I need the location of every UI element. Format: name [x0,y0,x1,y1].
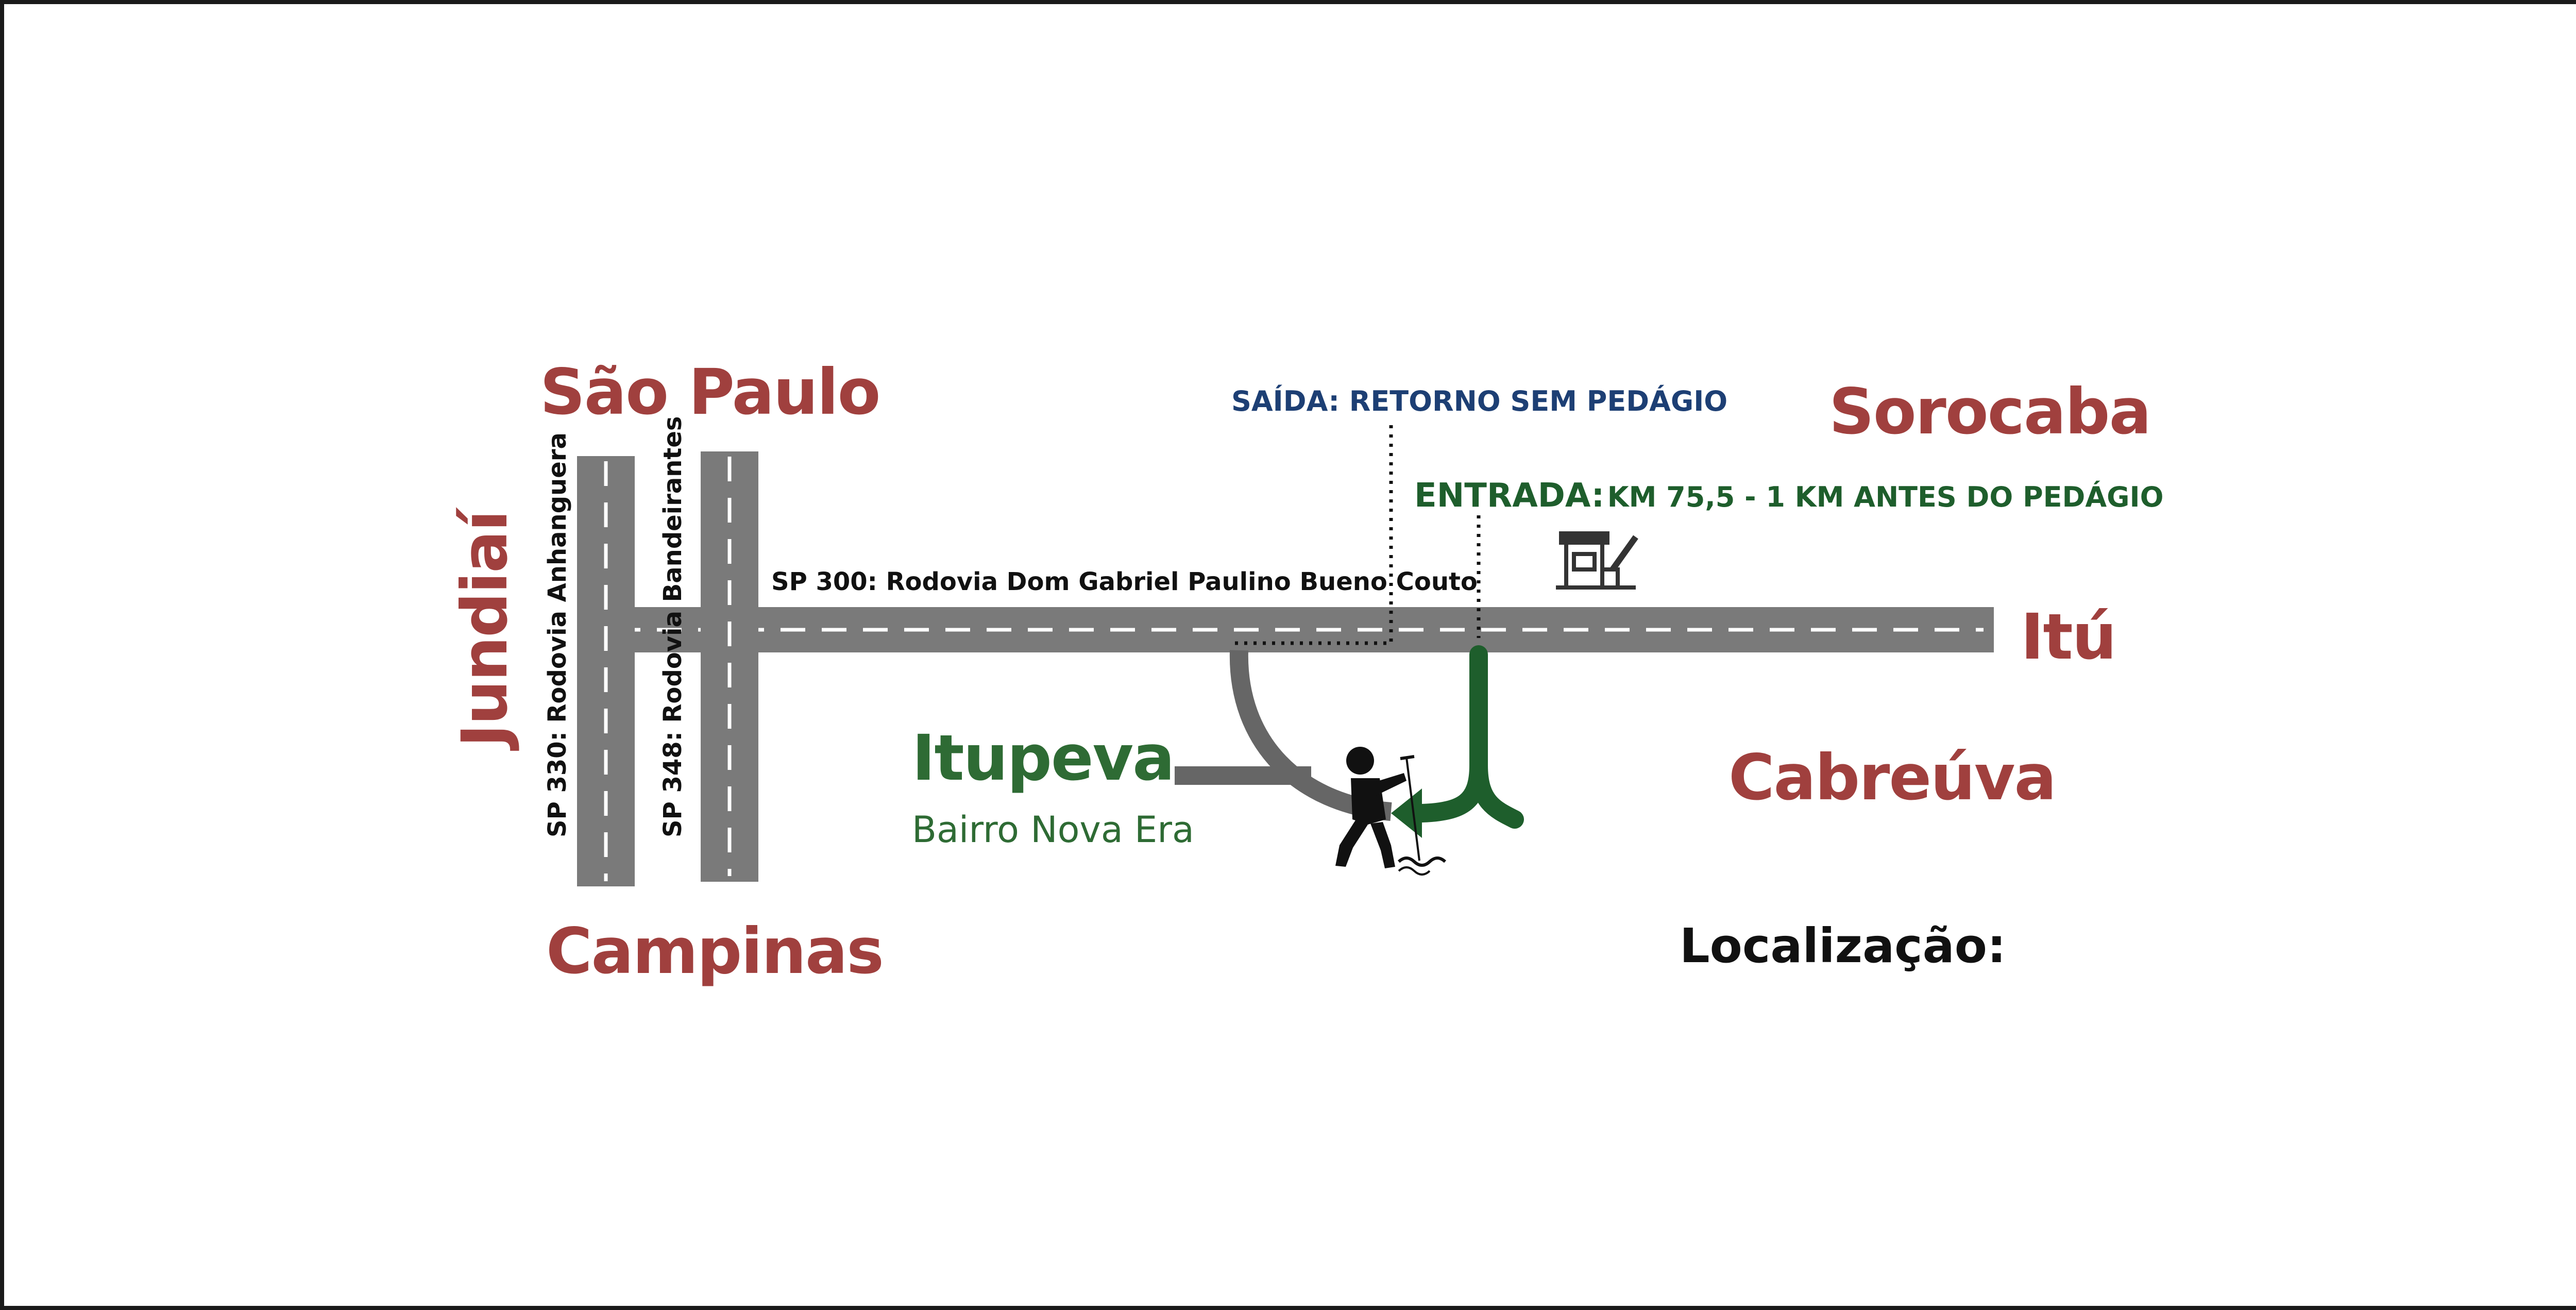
city-jundiai: Jundiaí [448,511,521,747]
fisherman-icon [1335,747,1447,876]
entry-road [1413,645,1524,829]
entry-label: ENTRADA: KM 75,5 - 1 KM ANTES DO PEDÁGIO [1414,479,2163,512]
arrow-left-icon [1391,788,1422,838]
sp348-road [701,451,758,882]
city-cabreuva: Cabreúva [1728,741,2057,814]
entry-label-detail: KM 75,5 - 1 KM ANTES DO PEDÁGIO [1607,481,2164,513]
city-campinas: Campinas [546,915,884,988]
road-label-sp300: SP 300: Rodovia Dom Gabriel Paulino Buen… [771,567,1478,596]
exit-label: SAÍDA: RETORNO SEM PEDÁGIO [1231,385,1728,417]
city-itu: Itú [2021,600,2117,674]
destination-subtitle: Bairro Nova Era [912,809,1194,851]
entry-label-prefix: ENTRADA: [1414,477,1605,515]
city-sorocaba: Sorocaba [1829,375,2151,448]
sp330-road [577,456,635,886]
toll-booth-icon [1556,531,1638,590]
road-label-sp348: SP 348: Rodovia Bandeirantes [658,416,687,838]
destination-name: Itupeva [912,721,1175,795]
location-heading: Localização: [1680,918,2006,973]
road-label-sp330: SP 330: Rodovia Anhanguera [543,432,572,837]
city-sao-paulo: São Paulo [540,356,880,429]
sp300-road [608,607,1994,652]
